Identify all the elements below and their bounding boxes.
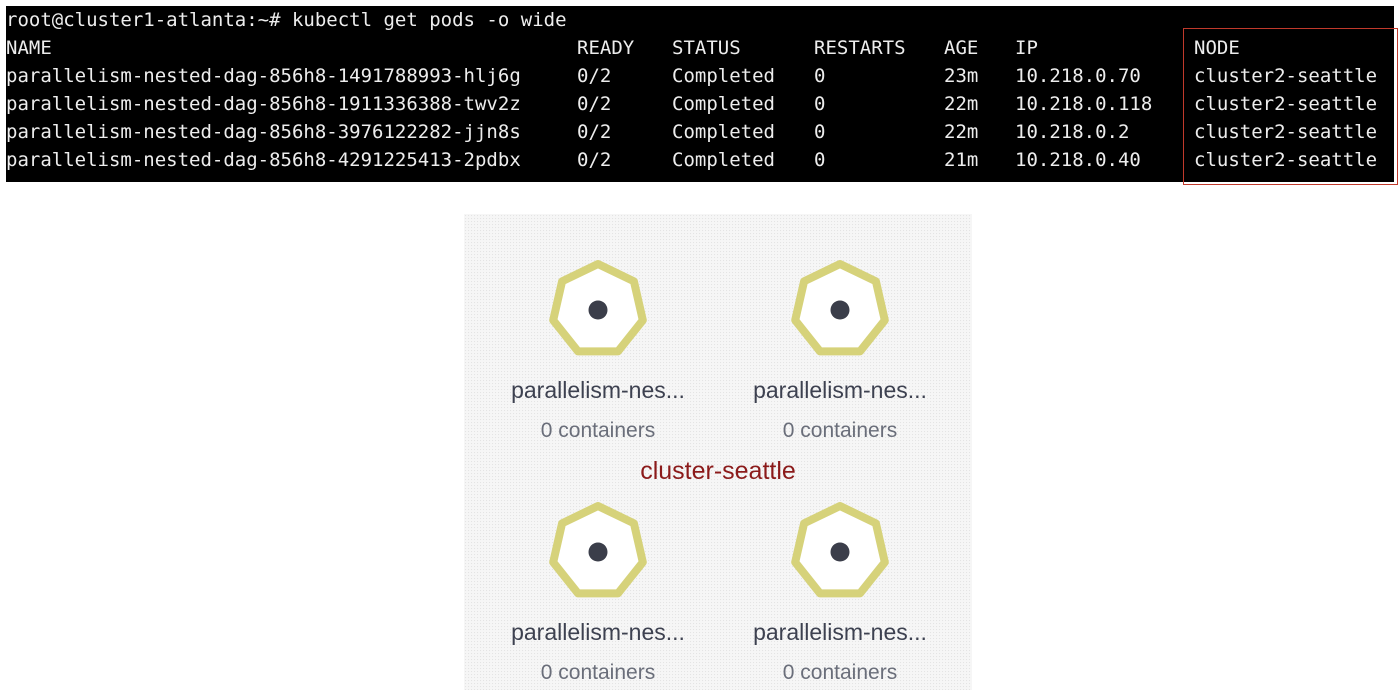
ip-cell: 10.218.0.40 [1015, 149, 1141, 171]
ready-cell: 0/2 [577, 121, 612, 143]
status-cell: Completed [672, 121, 775, 143]
status-cell: Completed [672, 65, 775, 87]
pod-heptagon-icon [791, 260, 889, 356]
table-header-row: NAME READY STATUS RESTARTS AGE IP NODE [6, 34, 1394, 62]
pod-name-cell: parallelism-nested-dag-856h8-4291225413-… [6, 149, 521, 171]
restarts-cell: 0 [814, 65, 826, 87]
table-row: parallelism-nested-dag-856h8-4291225413-… [6, 146, 1394, 174]
ready-cell: 0/2 [577, 65, 612, 87]
pod-name-label: parallelism-nes... [511, 377, 685, 403]
header-ip: IP [1015, 37, 1038, 59]
table-row: parallelism-nested-dag-856h8-3976122282-… [6, 118, 1394, 146]
ready-cell: 0/2 [577, 93, 612, 115]
pod-node[interactable]: parallelism-nes... 0 containers [720, 500, 960, 686]
status-cell: Completed [672, 149, 775, 171]
header-ready: READY [577, 37, 635, 59]
pod-name-cell: parallelism-nested-dag-856h8-3976122282-… [6, 121, 521, 143]
pod-node[interactable]: parallelism-nes... 0 containers [720, 258, 960, 444]
ip-cell: 10.218.0.70 [1015, 65, 1141, 87]
cluster-label: cluster-seattle [640, 457, 796, 485]
node-cell: cluster2-seattle [1194, 65, 1378, 87]
node-cell: cluster2-seattle [1194, 121, 1378, 143]
node-cell: cluster2-seattle [1194, 149, 1378, 171]
pod-name-label: parallelism-nes... [511, 619, 685, 645]
age-cell: 22m [944, 93, 979, 115]
header-restarts: RESTARTS [814, 37, 906, 59]
pod-containers-count: 0 containers [540, 661, 656, 684]
pod-heptagon-icon [791, 502, 889, 598]
age-cell: 23m [944, 65, 979, 87]
node-column-highlight-box [1183, 28, 1398, 185]
pod-name-label: parallelism-nes... [753, 619, 927, 645]
pod-containers-count: 0 containers [782, 661, 898, 684]
table-row: parallelism-nested-dag-856h8-1911336388-… [6, 90, 1394, 118]
header-status: STATUS [672, 37, 741, 59]
terminal-command-line: root@cluster1-atlanta:~# kubectl get pod… [6, 9, 567, 31]
header-node: NODE [1194, 37, 1240, 59]
cluster-graph-panel: parallelism-nes... 0 containers parallel… [464, 214, 972, 690]
pod-containers-count: 0 containers [782, 419, 898, 442]
restarts-cell: 0 [814, 93, 826, 115]
age-cell: 21m [944, 149, 979, 171]
pod-node[interactable]: parallelism-nes... 0 containers [478, 258, 718, 444]
pod-heptagon-icon [549, 502, 647, 598]
node-cell: cluster2-seattle [1194, 93, 1378, 115]
pod-node[interactable]: parallelism-nes... 0 containers [478, 500, 718, 686]
header-name: NAME [6, 37, 52, 59]
restarts-cell: 0 [814, 121, 826, 143]
ip-cell: 10.218.0.118 [1015, 93, 1153, 115]
table-row: parallelism-nested-dag-856h8-1491788993-… [6, 62, 1394, 90]
pod-name-cell: parallelism-nested-dag-856h8-1491788993-… [6, 65, 521, 87]
terminal-window[interactable]: root@cluster1-atlanta:~# kubectl get pod… [6, 6, 1398, 185]
status-cell: Completed [672, 93, 775, 115]
pod-containers-count: 0 containers [540, 419, 656, 442]
pod-heptagon-icon [549, 260, 647, 356]
pod-name-label: parallelism-nes... [753, 377, 927, 403]
ready-cell: 0/2 [577, 149, 612, 171]
age-cell: 22m [944, 121, 979, 143]
restarts-cell: 0 [814, 149, 826, 171]
ip-cell: 10.218.0.2 [1015, 121, 1130, 143]
pod-name-cell: parallelism-nested-dag-856h8-1911336388-… [6, 93, 521, 115]
header-age: AGE [944, 37, 979, 59]
